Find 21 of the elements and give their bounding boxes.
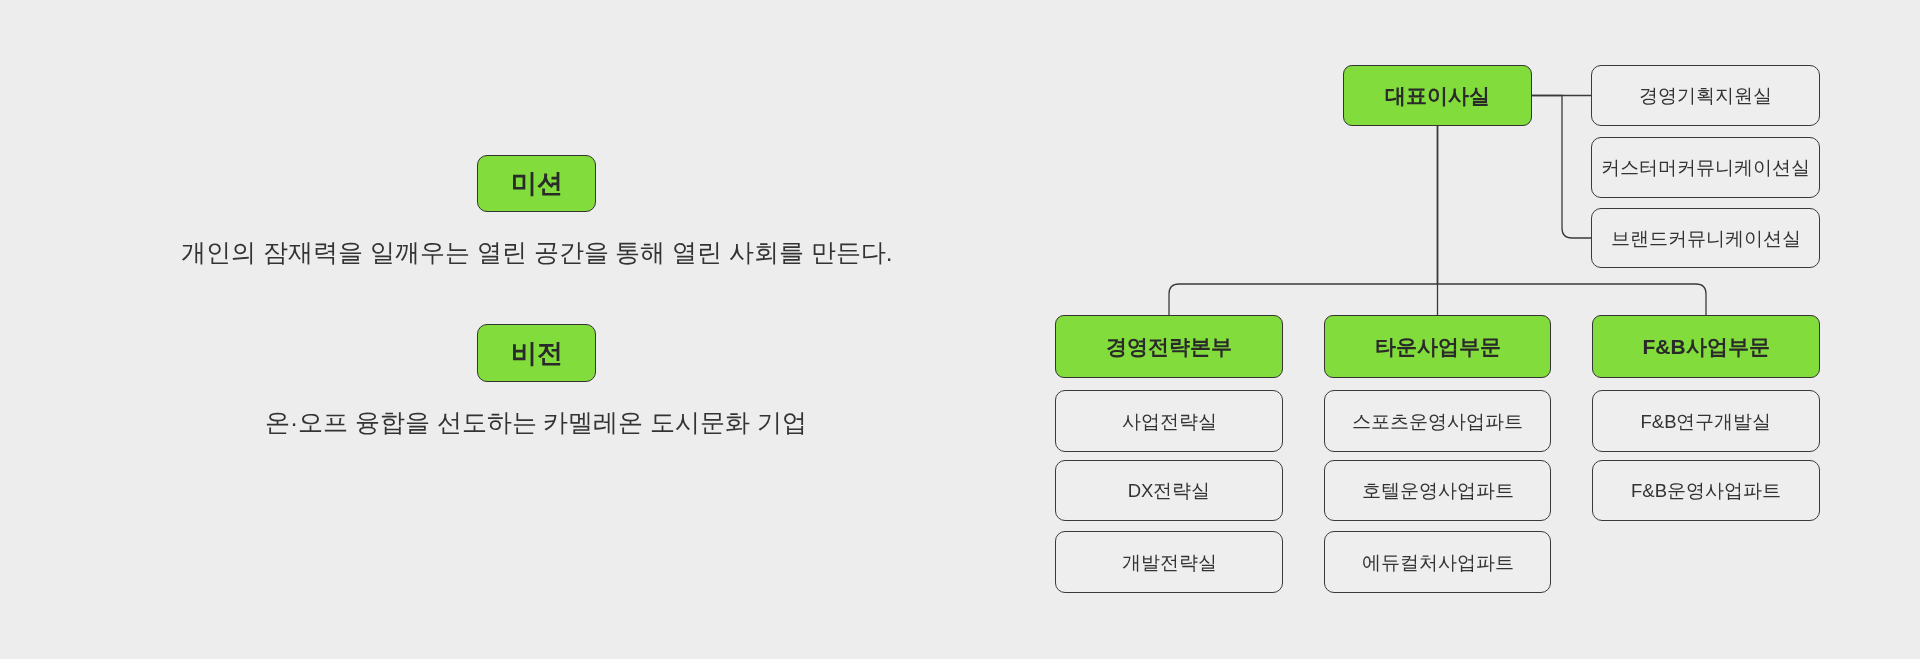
org-chart-box: 경영기획지원실 <box>1591 65 1820 126</box>
org-chart-box: 스포츠운영사업파트 <box>1324 390 1551 452</box>
org-chart-box: 경영전략본부 <box>1055 315 1283 378</box>
heading-box: 미션 <box>477 155 596 212</box>
statement-text: 개인의 잠재력을 일깨우는 열린 공간을 통해 열린 사회를 만든다. <box>181 237 893 268</box>
org-chart-box: 개발전략실 <box>1055 531 1283 593</box>
org-chart-box: 대표이사실 <box>1343 65 1532 126</box>
connector-line <box>1531 94 1592 239</box>
org-chart-box: 커스터머커뮤니케이션실 <box>1591 137 1820 198</box>
org-chart-box: 타운사업부문 <box>1324 315 1551 378</box>
org-chart-box: 사업전략실 <box>1055 390 1283 452</box>
org-chart-box: F&B연구개발실 <box>1592 390 1820 452</box>
heading-box: 비전 <box>477 324 596 382</box>
org-chart-box: 호텔운영사업파트 <box>1324 460 1551 521</box>
org-chart-box: 브랜드커뮤니케이션실 <box>1591 208 1820 268</box>
statement-text: 온·오프 융합을 선도하는 카멜레온 도시문화 기업 <box>264 407 808 438</box>
connector-line <box>1436 125 1707 316</box>
org-chart-box: 에듀컬처사업파트 <box>1324 531 1551 593</box>
org-chart-box: DX전략실 <box>1055 460 1283 521</box>
org-chart-box: F&B사업부문 <box>1592 315 1820 378</box>
org-chart-box: F&B운영사업파트 <box>1592 460 1820 521</box>
